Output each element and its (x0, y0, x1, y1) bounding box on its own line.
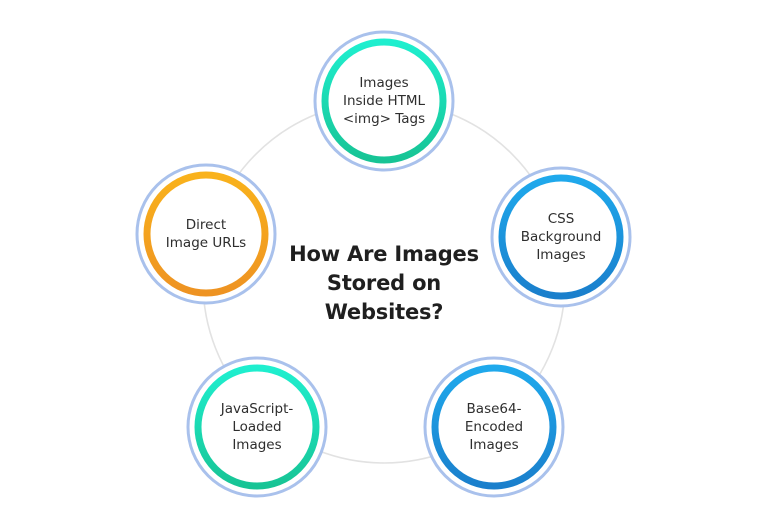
node-label-line: Images (469, 437, 519, 453)
node-label-line: Direct (185, 217, 227, 233)
diagram-title: How Are Images Stored on Websites? (284, 228, 484, 338)
node-css-bg: CSS Background Images (509, 185, 613, 289)
title-line: on Websites? (324, 270, 444, 324)
node-js-loaded: JavaScript- Loaded Images (205, 375, 309, 479)
node-base64: Base64- Encoded Images (442, 375, 546, 479)
node-label-line: Base64- (466, 401, 522, 417)
title-line: Images Stored (326, 241, 479, 295)
node-img-tags-ring (313, 30, 455, 172)
node-label-line: Images (359, 75, 409, 91)
node-label-line: JavaScript- (220, 401, 294, 417)
node-direct-urls: Direct Image URLs (154, 182, 258, 286)
node-label-line: Images (536, 247, 586, 263)
node-base64-ring (423, 356, 565, 498)
node-js-loaded-ring (186, 356, 328, 498)
node-img-tags: Images Inside HTML <img> Tags (332, 49, 436, 153)
node-label-line: Image URLs (165, 235, 247, 251)
node-label-line: Background (520, 229, 602, 245)
node-direct-urls-ring (135, 163, 277, 305)
node-label-line: Loaded (232, 419, 282, 435)
node-label-line: Inside HTML (342, 93, 426, 109)
node-label-line: Encoded (464, 419, 524, 435)
node-label-line: CSS (547, 211, 575, 227)
node-css-bg-ring (490, 166, 632, 308)
node-label-line: <img> Tags (342, 111, 426, 127)
title-line: How Are (289, 241, 388, 266)
node-label-line: Images (232, 437, 282, 453)
